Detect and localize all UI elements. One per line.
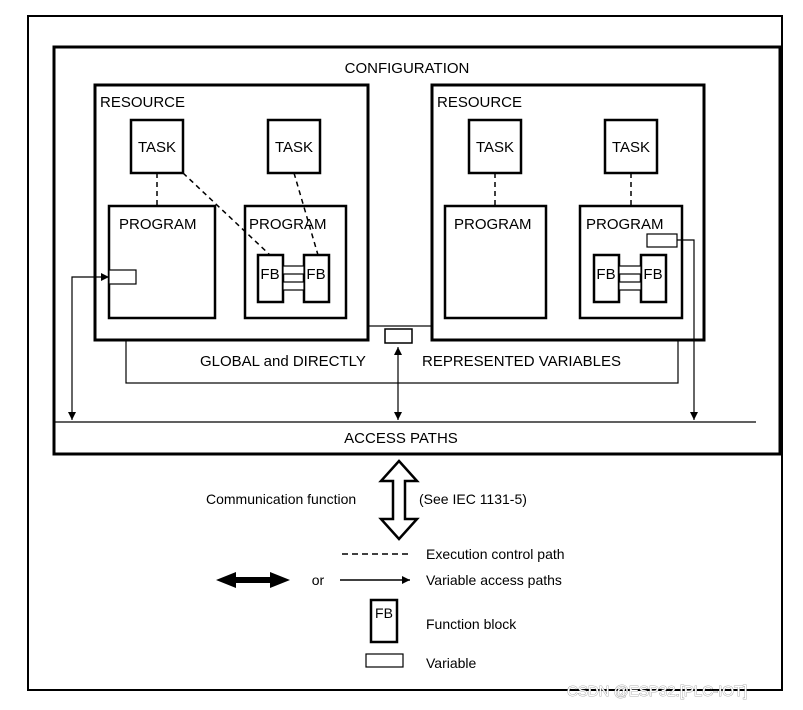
global-variable-marker [384, 328, 413, 344]
program-box [443, 204, 548, 320]
legend-bidirectional-arrow [216, 572, 290, 588]
access-paths-label: ACCESS PATHS [344, 430, 458, 447]
variable-access-path-left [68, 273, 109, 420]
communication-label: Communication function [206, 491, 356, 507]
fb-label: FB [596, 266, 615, 283]
program-label: PROGRAM [454, 216, 532, 233]
legend-fb-glyph [369, 598, 399, 644]
program-label: PROGRAM [119, 216, 197, 233]
global-variables-label-right: REPRESENTED VARIABLES [422, 353, 621, 370]
task-box [467, 118, 523, 175]
legend-execution-control-label: Execution control path [426, 546, 565, 562]
legend-fb-glyph-label: FB [375, 605, 393, 621]
global-variables-label-left: GLOBAL and DIRECTLY [200, 353, 366, 370]
fb-box [256, 253, 285, 304]
communication-reference: (See IEC 1131-5) [419, 491, 527, 507]
execution-control-path [182, 172, 271, 256]
fb-label: FB [260, 266, 279, 283]
legend-variable-glyph [365, 653, 404, 668]
variable-box [108, 269, 137, 285]
legend-function-block-label: Function block [426, 616, 517, 632]
fb-connection-variable [618, 281, 642, 291]
fb-connection-variable [282, 265, 305, 275]
resource-label: RESOURCE [100, 94, 185, 111]
fb-label: FB [643, 266, 662, 283]
task-label: TASK [138, 139, 176, 156]
variable-box [646, 233, 678, 248]
variable-access-path-right [677, 239, 698, 420]
configuration-label: CONFIGURATION [345, 60, 470, 77]
legend-variable-label: Variable [426, 655, 477, 671]
fb-connection-variable [282, 281, 305, 291]
program-label: PROGRAM [249, 216, 327, 233]
fb-label: FB [306, 266, 325, 283]
legend-variable-access-label: Variable access paths [426, 572, 562, 588]
task-box [266, 118, 322, 175]
configuration-box [52, 45, 782, 456]
task-label: TASK [612, 139, 650, 156]
resource-label: RESOURCE [437, 94, 522, 111]
communication-double-arrow [378, 459, 420, 541]
program-box [107, 204, 217, 320]
outer-frame [27, 15, 783, 691]
fb-box [639, 253, 668, 304]
task-label: TASK [476, 139, 514, 156]
legend-or-label: or [312, 572, 325, 588]
task-label: TASK [275, 139, 313, 156]
fb-box [592, 253, 621, 304]
fb-connection-variable [618, 265, 642, 275]
watermark: CSDN @ESP32.[PLC-IOT] [567, 683, 747, 700]
program-label: PROGRAM [586, 216, 664, 233]
fb-box [302, 253, 331, 304]
